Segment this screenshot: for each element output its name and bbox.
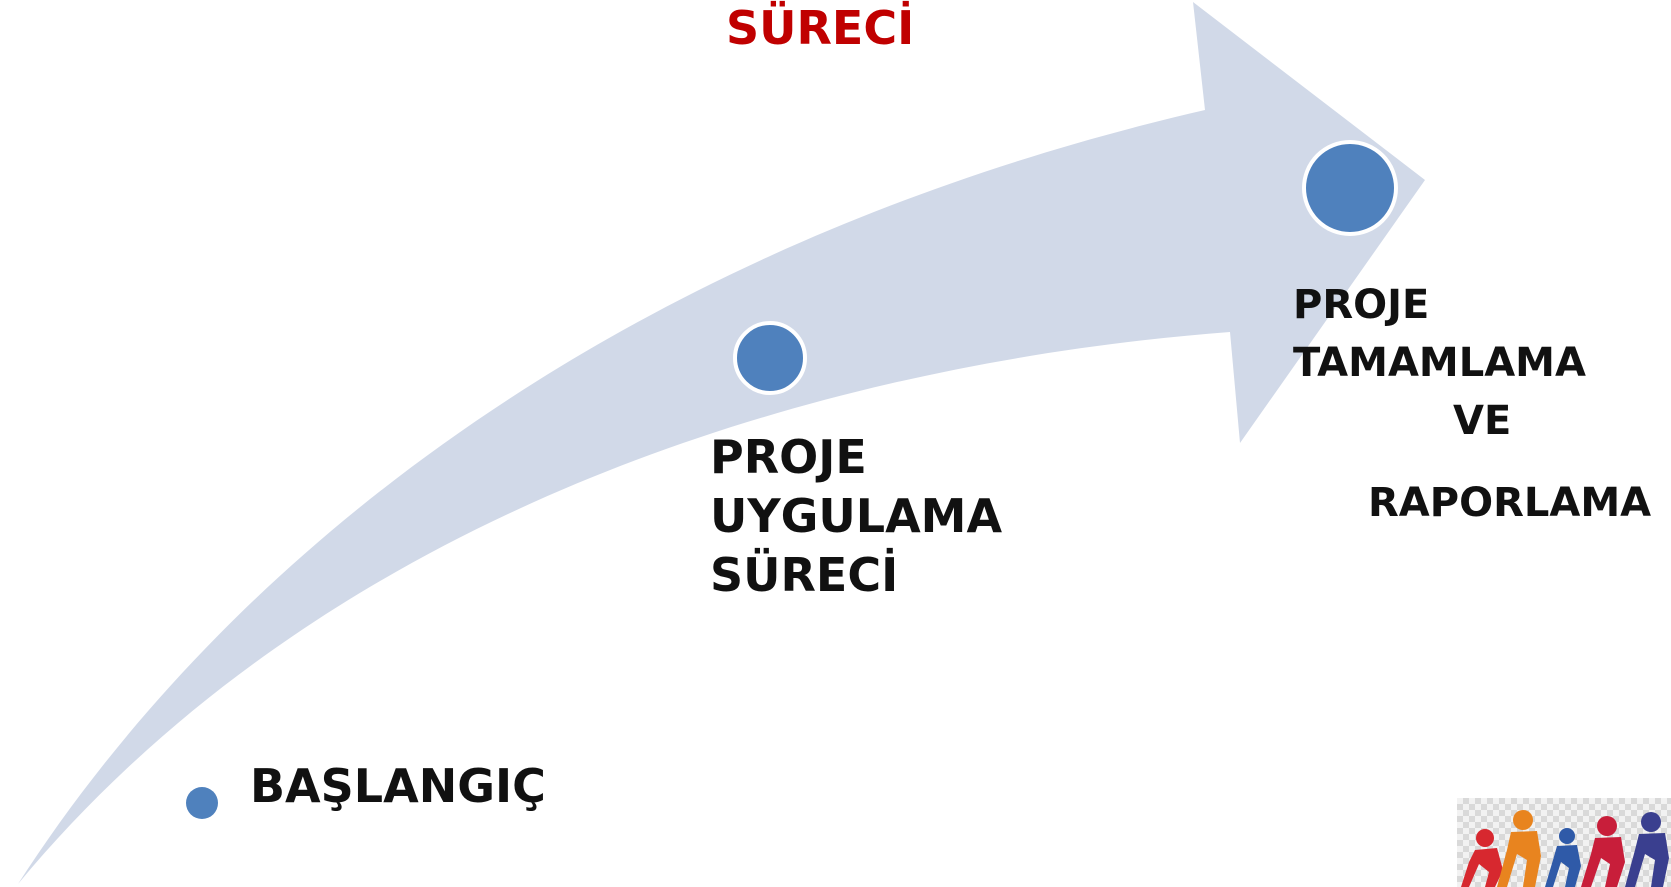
stage-line: UYGULAMA xyxy=(710,489,1003,543)
figure-navy xyxy=(1625,812,1669,887)
figure-crimson xyxy=(1581,816,1625,887)
stage-line: PROJE xyxy=(710,430,867,484)
figure-blue xyxy=(1545,828,1581,887)
running-figures-icon xyxy=(1457,798,1671,887)
heading-fragment: SÜRECİ xyxy=(726,1,915,55)
stage-label-implementation: PROJE UYGULAMA SÜRECİ xyxy=(710,428,1002,605)
stage-line: PROJE xyxy=(1293,282,1430,328)
curved-arrow xyxy=(18,2,1425,884)
stage-line: SÜRECİ xyxy=(710,548,899,602)
figure-orange xyxy=(1497,810,1541,887)
node-implementation-icon xyxy=(733,321,807,395)
stage-label-completion: PROJE TAMAMLAMA VE RAPORLAMA xyxy=(1293,276,1651,532)
stage-label-start: BAŞLANGIÇ xyxy=(250,759,546,813)
stage-line: RAPORLAMA xyxy=(1368,480,1652,526)
stage-line: TAMAMLAMA xyxy=(1293,340,1586,386)
node-completion-icon xyxy=(1302,140,1398,236)
figure-red xyxy=(1461,829,1503,887)
stage-line: VE xyxy=(1453,398,1512,444)
node-start-icon xyxy=(186,787,218,819)
